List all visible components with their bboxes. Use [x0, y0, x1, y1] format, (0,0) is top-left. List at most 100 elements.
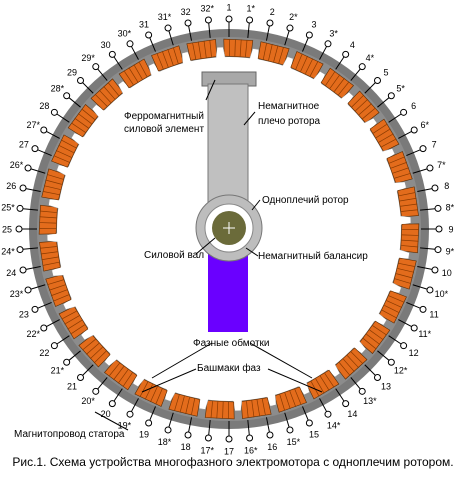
- terminal-lead: [68, 97, 81, 108]
- winding-turn: [43, 185, 61, 190]
- winding-turn: [144, 384, 153, 400]
- leader-windings-1: [151, 342, 213, 379]
- winding-turn: [172, 47, 179, 64]
- terminal-label: 24: [6, 268, 16, 278]
- terminal-pin: [410, 324, 418, 332]
- winding-turn: [268, 43, 273, 61]
- winding-turn: [372, 325, 387, 336]
- winding-turn: [401, 209, 419, 212]
- terminal-pin: [204, 16, 212, 24]
- terminal-label: 9: [448, 225, 453, 235]
- winding-turn: [138, 61, 148, 77]
- winding-coil: [386, 151, 413, 184]
- terminal-lead: [56, 335, 70, 345]
- terminal-lead: [350, 68, 361, 81]
- winding-turn: [77, 113, 92, 125]
- terminal-pin: [419, 145, 427, 153]
- terminal-label: 1: [226, 3, 231, 13]
- winding-turn: [41, 256, 59, 261]
- winding-turn: [192, 42, 197, 60]
- terminal-lead: [265, 417, 270, 433]
- winding-turn: [355, 99, 369, 112]
- terminal-lead: [335, 56, 345, 70]
- terminal-label: 16*: [244, 445, 258, 455]
- winding-coil: [151, 45, 184, 72]
- terminal-lead: [406, 149, 421, 156]
- terminal-pin: [31, 305, 39, 313]
- winding-turn: [39, 222, 57, 224]
- winding-turn: [210, 401, 213, 419]
- winding-turn: [128, 67, 139, 83]
- terminal-lead: [302, 406, 309, 421]
- winding-turn: [245, 39, 248, 57]
- winding-coil: [67, 104, 99, 138]
- terminal-label: 31*: [158, 12, 172, 22]
- winding-coil: [378, 290, 407, 324]
- winding-coil: [51, 134, 80, 168]
- winding-turn: [350, 351, 364, 365]
- terminal-pin: [358, 63, 366, 71]
- terminal-lead: [188, 25, 193, 41]
- winding-turn: [362, 338, 377, 350]
- winding-coil: [78, 334, 111, 368]
- terminal-label: 7: [432, 140, 437, 150]
- terminal-label: 14*: [327, 420, 341, 430]
- terminal-label: 10*: [435, 289, 449, 299]
- winding-coil: [58, 305, 89, 340]
- winding-turn: [155, 388, 163, 405]
- winding-turn: [40, 251, 58, 255]
- terminal-pin: [19, 266, 27, 274]
- winding-turn: [139, 381, 149, 398]
- terminal-pin: [431, 184, 439, 192]
- terminal-pin: [434, 204, 442, 212]
- terminal-lead: [113, 56, 123, 70]
- terminal-pin: [305, 419, 313, 427]
- terminal-label: 5: [383, 68, 388, 78]
- coils-group: [38, 38, 420, 420]
- terminal-label: 5*: [396, 84, 405, 94]
- terminal-label: 12: [409, 348, 419, 358]
- winding-turn: [319, 375, 330, 391]
- terminal-lead: [149, 406, 156, 421]
- terminal-lead: [97, 377, 108, 390]
- terminal-lead: [82, 82, 94, 94]
- winding-turn: [396, 273, 413, 279]
- terminal-lead: [37, 302, 52, 309]
- terminal-pin: [434, 246, 442, 254]
- winding-coil: [90, 78, 124, 111]
- winding-turn: [351, 94, 365, 108]
- winding-turn: [394, 172, 411, 179]
- winding-turn: [117, 369, 129, 384]
- terminal-label: 4*: [366, 53, 375, 63]
- terminal-lead: [420, 208, 436, 211]
- leader-rotor: [251, 199, 261, 211]
- winding-turn: [325, 71, 336, 86]
- winding-turn: [156, 53, 164, 70]
- terminal-label: 13: [381, 381, 391, 391]
- winding-coil: [204, 400, 235, 420]
- terminal-lead: [30, 284, 46, 290]
- winding-turn: [305, 58, 314, 74]
- terminal-lead: [398, 130, 412, 139]
- terminal-label: 3: [311, 19, 316, 29]
- terminal-label: 28*: [51, 84, 65, 94]
- winding-turn: [388, 295, 405, 303]
- winding-turn: [209, 39, 212, 57]
- terminal-label: 3*: [329, 29, 338, 39]
- terminal-pin: [63, 92, 71, 100]
- terminal-pin: [50, 108, 58, 116]
- winding-turn: [397, 268, 415, 273]
- terminal-pin: [164, 24, 172, 32]
- terminal-pin: [426, 164, 434, 172]
- winding-turn: [45, 179, 62, 185]
- winding-turn: [358, 103, 372, 116]
- terminal-lead: [388, 335, 402, 345]
- terminal-pin: [342, 50, 350, 58]
- terminal-label: 26: [6, 181, 16, 191]
- terminal-pin: [31, 145, 39, 153]
- winding-turn: [362, 107, 376, 120]
- terminal-pin: [435, 225, 443, 233]
- terminal-label: 20: [101, 409, 111, 419]
- winding-turn: [161, 50, 169, 68]
